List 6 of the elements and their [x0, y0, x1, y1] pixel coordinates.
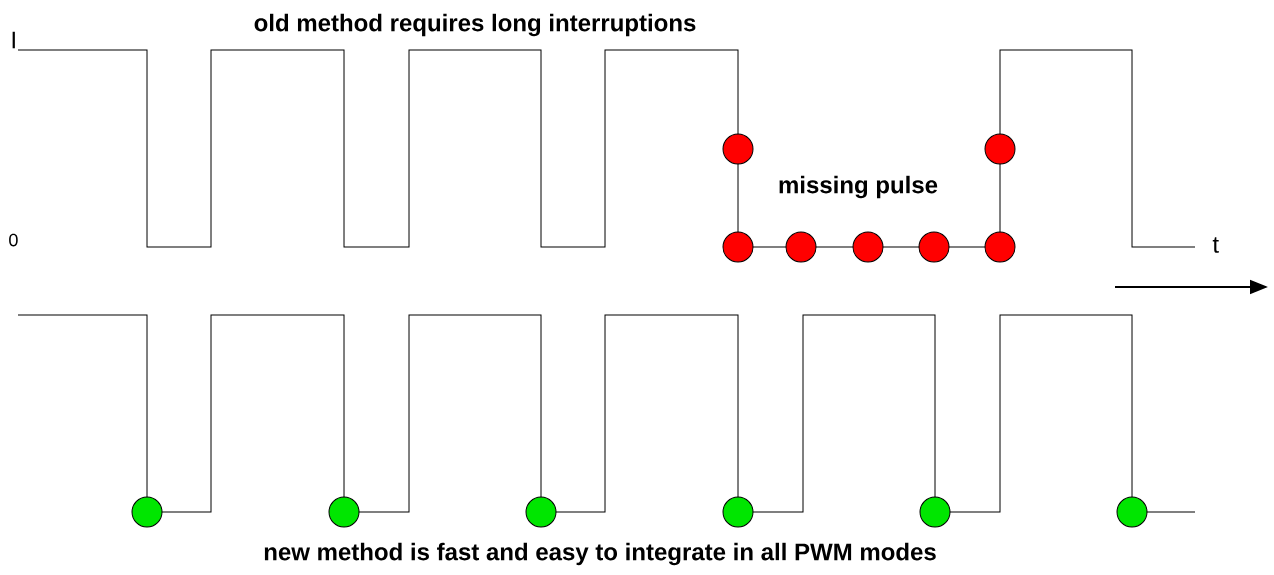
text-label: 0 — [9, 233, 18, 247]
text-label: new method is fast and easy to integrate in all PWM modes — [264, 542, 936, 566]
text-label: t — [1212, 237, 1219, 253]
text-label: I — [12, 31, 15, 49]
text-label: missing pulse — [779, 175, 938, 199]
text-label: old method requires long interruptions — [254, 13, 696, 37]
